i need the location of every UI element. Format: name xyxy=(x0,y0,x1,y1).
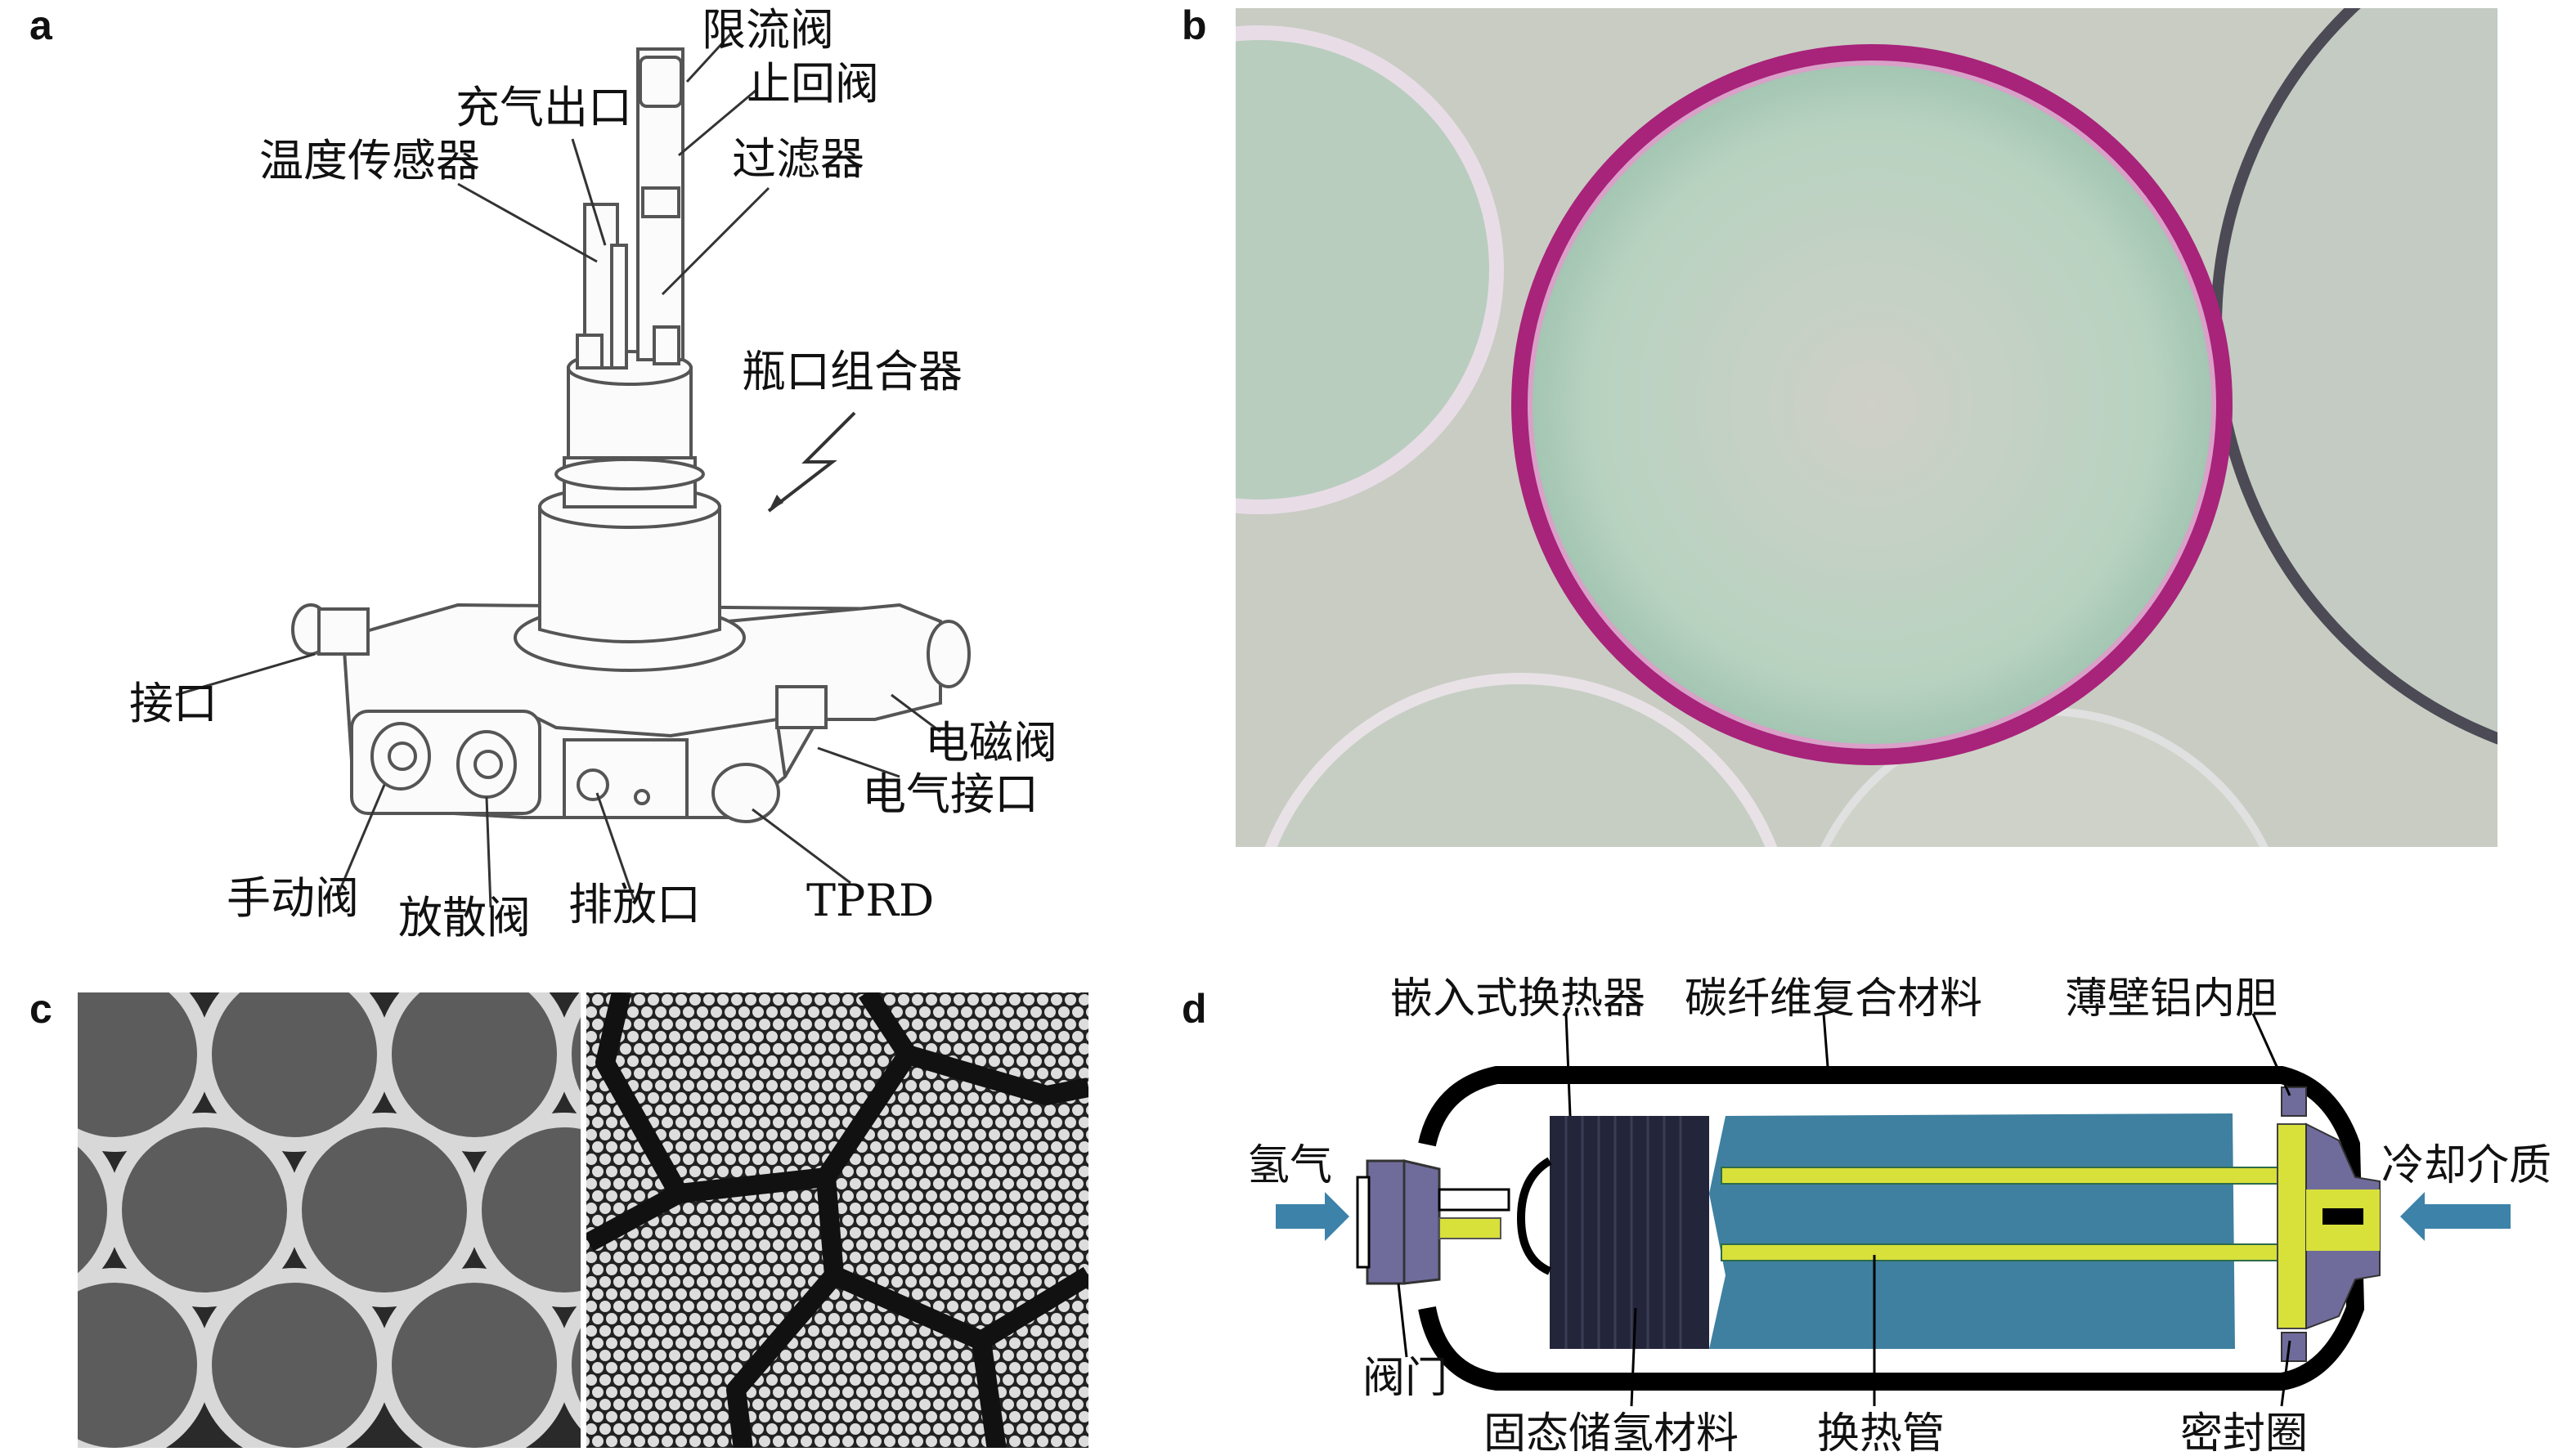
label-manual-valve: 手动阀 xyxy=(227,872,359,924)
coolant-inlet-arrow xyxy=(2400,1192,2511,1241)
panel-a-leader-lines xyxy=(175,31,941,908)
panel-label-b: b xyxy=(1182,2,1207,48)
partial-bubble-left xyxy=(1236,25,1504,514)
solid-storage-block xyxy=(1550,1116,1709,1349)
bottle-valve-drawing xyxy=(291,47,971,823)
hydride-tank-diagram xyxy=(1276,1013,2511,1407)
panel-label-a: a xyxy=(29,2,52,48)
label-seal-ring: 密封圈 xyxy=(2180,1409,2309,1456)
label-hydrogen: 氢气 xyxy=(1247,1141,1333,1190)
label-check-valve: 止回阀 xyxy=(747,58,879,110)
hydrogen-inlet-arrow xyxy=(1276,1192,1349,1241)
label-valve: 阀门 xyxy=(1362,1354,1448,1403)
label-vent-valve: 放散阀 xyxy=(398,892,531,943)
label-electrical-connector: 电气接口 xyxy=(862,768,1039,820)
central-bubble xyxy=(1511,44,2233,765)
label-bottle-valve-assembly: 瓶口组合器 xyxy=(742,346,963,397)
bubble-micrograph xyxy=(1236,8,2497,847)
label-filter: 过滤器 xyxy=(732,133,864,185)
label-thin-aluminum-liner: 薄壁铝内胆 xyxy=(2065,974,2278,1024)
label-coolant: 冷却介质 xyxy=(2381,1141,2552,1190)
label-solid-storage-material: 固态储氢材料 xyxy=(1483,1409,1739,1456)
panel-label-d: d xyxy=(1182,986,1207,1032)
label-embedded-heat-exchanger: 嵌入式换热器 xyxy=(1390,974,1646,1024)
label-flow-limit-valve: 限流阀 xyxy=(702,4,834,56)
label-fill-outlet: 充气出口 xyxy=(456,82,632,133)
label-solenoid-valve: 电磁阀 xyxy=(925,717,1057,768)
label-tprd: TPRD xyxy=(806,875,935,926)
label-port: 接口 xyxy=(129,678,218,729)
lattice-micrograph xyxy=(78,992,581,1448)
zigzag-arrow xyxy=(767,411,856,513)
honeycomb-micrograph xyxy=(586,992,1088,1448)
heat-exchanger-block xyxy=(1709,1113,2235,1349)
panel-label-c: c xyxy=(29,986,52,1032)
label-drain-port: 排放口 xyxy=(568,879,701,930)
label-carbon-fiber-composite: 碳纤维复合材料 xyxy=(1685,974,1983,1024)
label-heat-exchange-tube: 换热管 xyxy=(1817,1409,1945,1456)
label-temperature-sensor: 温度传感器 xyxy=(259,135,480,186)
